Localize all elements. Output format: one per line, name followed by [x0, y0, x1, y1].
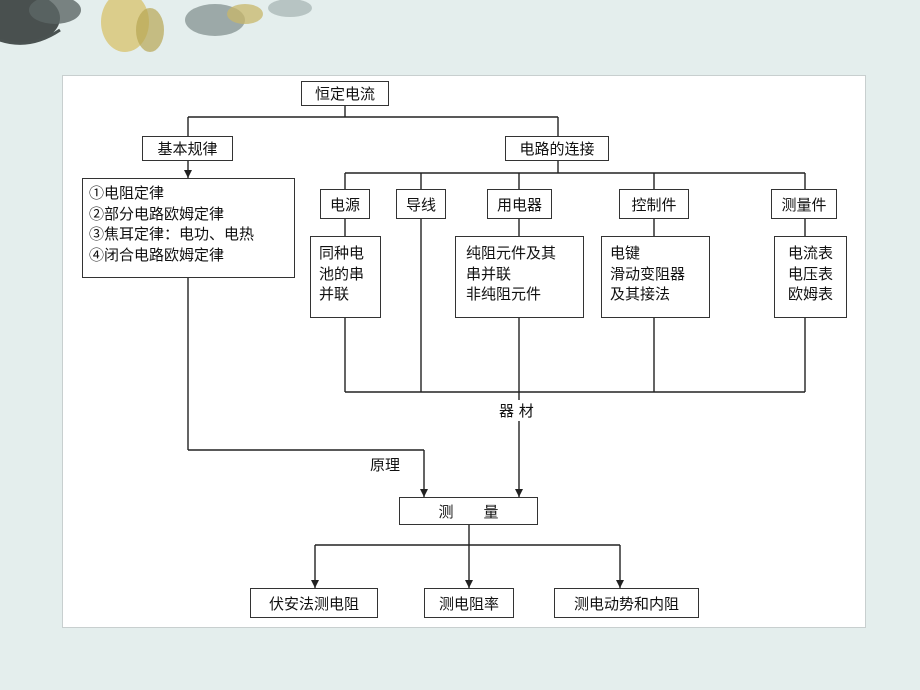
- detail-line: 并联: [319, 285, 350, 303]
- method-resistivity: 测电阻率: [424, 588, 514, 618]
- meter-detail: 电流表 电压表 欧姆表: [774, 236, 847, 318]
- component-wire: 导线: [396, 189, 446, 219]
- detail-line: 池的串: [319, 264, 365, 283]
- component-appliance: 用电器: [487, 189, 552, 219]
- detail-line: 及其接法: [610, 285, 671, 303]
- component-meter: 测量件: [771, 189, 837, 219]
- law-item: ③焦耳定律：电功、电热: [89, 225, 255, 243]
- detail-line: 欧姆表: [787, 285, 833, 303]
- detail-line: 电流表: [787, 244, 833, 262]
- measure-node: 测 量: [399, 497, 538, 525]
- law-item: ①电阻定律: [89, 184, 165, 202]
- detail-line: 非纯阻元件: [466, 285, 542, 303]
- component-power-source: 电源: [320, 189, 370, 219]
- laws-list-node: ①电阻定律 ②部分电路欧姆定律 ③焦耳定律：电功、电热 ④闭合电路欧姆定律: [82, 178, 295, 278]
- principle-label: 原理: [370, 456, 401, 474]
- component-control: 控制件: [619, 189, 689, 219]
- equipment-label: 器 材: [499, 400, 534, 421]
- method-emf-internal-resistance: 测电动势和内阻: [554, 588, 699, 618]
- basic-laws-node: 基本规律: [142, 136, 233, 161]
- law-item: ④闭合电路欧姆定律: [89, 245, 225, 264]
- root-node: 恒定电流: [301, 81, 389, 106]
- control-detail: 电键 滑动变阻器 及其接法: [601, 236, 710, 318]
- detail-line: 电压表: [787, 264, 833, 283]
- appliance-detail: 纯阻元件及其 串并联 非纯阻元件: [455, 236, 584, 318]
- detail-line: 滑动变阻器: [610, 264, 686, 283]
- diagram-canvas: [62, 75, 866, 628]
- detail-line: 同种电: [319, 244, 365, 262]
- method-voltammetry: 伏安法测电阻: [250, 588, 378, 618]
- circuit-connection-node: 电路的连接: [505, 136, 609, 161]
- detail-line: 串并联: [466, 264, 512, 283]
- detail-line: 电键: [610, 244, 641, 262]
- law-item: ②部分电路欧姆定律: [89, 204, 225, 223]
- detail-line: 纯阻元件及其: [466, 244, 557, 262]
- floral-decoration: [0, 0, 312, 52]
- power-source-detail: 同种电 池的串 并联: [310, 236, 381, 318]
